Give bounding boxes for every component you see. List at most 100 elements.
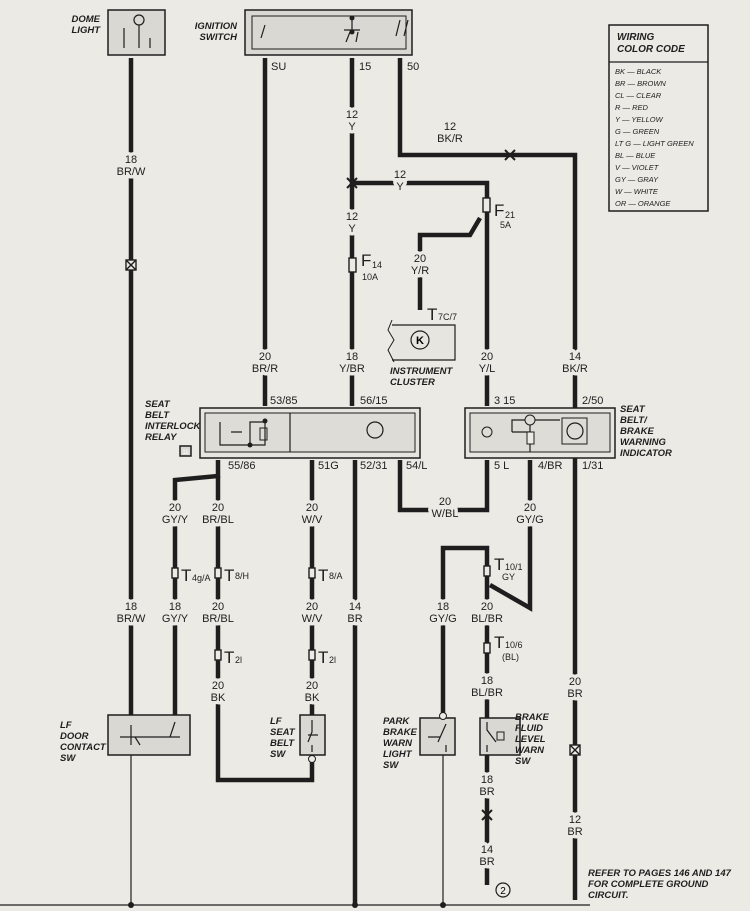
svg-text:T: T <box>181 566 191 585</box>
svg-text:20: 20 <box>169 502 181 514</box>
park-brake-warn-light-switch: PARK BRAKE WARN LIGHT SW <box>383 712 456 771</box>
svg-text:18: 18 <box>437 601 449 613</box>
svg-text:WIRING: WIRING <box>617 32 654 43</box>
wire-park-brake <box>440 545 490 718</box>
inline-connectors <box>125 149 581 821</box>
svg-text:SEAT: SEAT <box>145 399 171 410</box>
svg-text:BR/BL: BR/BL <box>202 613 234 625</box>
svg-text:BK: BK <box>211 692 226 704</box>
brake-fluid-level-warn-switch: BRAKE FLUID LEVEL WARN SW <box>479 712 549 767</box>
svg-text:2: 2 <box>500 886 506 897</box>
dome-light: DOME LIGHT <box>72 9 166 56</box>
svg-text:BR: BR <box>479 856 494 868</box>
svg-text:20: 20 <box>306 601 318 613</box>
svg-text:SW: SW <box>60 753 76 764</box>
color-code-entry: W — WHITE <box>615 187 659 196</box>
svg-text:20: 20 <box>212 502 224 514</box>
svg-text:LEVEL: LEVEL <box>515 734 546 745</box>
svg-text:20: 20 <box>306 502 318 514</box>
svg-text:WARNING: WARNING <box>620 437 667 448</box>
svg-text:BR: BR <box>347 613 362 625</box>
svg-text:SW: SW <box>270 749 286 760</box>
svg-text:FOR COMPLETE GROUND: FOR COMPLETE GROUND <box>588 879 708 890</box>
svg-text:PARK: PARK <box>383 716 410 727</box>
svg-text:14: 14 <box>569 351 581 363</box>
svg-text:50: 50 <box>407 61 419 73</box>
wire-cluster <box>417 216 482 310</box>
wires <box>0 58 590 906</box>
svg-text:BELT/: BELT/ <box>620 415 648 426</box>
svg-text:INDICATOR: INDICATOR <box>620 448 672 459</box>
svg-text:GY: GY <box>502 572 515 582</box>
svg-text:GY/Y: GY/Y <box>162 514 189 526</box>
svg-text:4/BR: 4/BR <box>538 460 563 472</box>
svg-text:8/A: 8/A <box>329 571 343 581</box>
svg-text:Y: Y <box>348 223 356 235</box>
svg-text:Y: Y <box>348 121 356 133</box>
svg-text:BR: BR <box>567 688 582 700</box>
svg-text:W/V: W/V <box>302 514 323 526</box>
svg-text:BL/BR: BL/BR <box>471 613 503 625</box>
svg-text:20: 20 <box>481 601 493 613</box>
instrument-cluster-icon <box>410 330 430 350</box>
svg-text:SW: SW <box>383 760 399 771</box>
wire-gy-g <box>488 460 533 612</box>
svg-text:21: 21 <box>505 210 515 220</box>
wire-w-bl <box>397 460 490 513</box>
svg-text:T: T <box>318 566 328 585</box>
fuse-f21-icon <box>482 197 491 213</box>
svg-text:F: F <box>361 251 371 270</box>
svg-text:51G: 51G <box>318 460 339 472</box>
svg-text:20: 20 <box>481 351 493 363</box>
svg-text:8/H: 8/H <box>235 571 249 581</box>
svg-text:52/31: 52/31 <box>360 460 388 472</box>
svg-text:Y/BR: Y/BR <box>339 363 365 375</box>
svg-text:T: T <box>494 555 504 574</box>
color-code-entry: Y — YELLOW <box>615 115 664 124</box>
svg-text:BRAKE: BRAKE <box>515 712 549 723</box>
color-code-entry: BR — BROWN <box>615 79 666 88</box>
svg-text:12: 12 <box>444 121 456 133</box>
svg-text:INSTRUMENT: INSTRUMENT <box>390 366 453 377</box>
svg-text:5 L: 5 L <box>494 460 509 472</box>
svg-text:T: T <box>318 648 328 667</box>
wire-50 <box>397 58 578 900</box>
svg-text:14: 14 <box>349 601 361 613</box>
svg-text:12: 12 <box>346 211 358 223</box>
svg-text:14: 14 <box>481 844 493 856</box>
svg-text:CONTACT: CONTACT <box>60 742 107 753</box>
svg-text:18: 18 <box>346 351 358 363</box>
svg-text:20: 20 <box>212 680 224 692</box>
svg-text:5A: 5A <box>500 220 511 230</box>
svg-text:4g/A: 4g/A <box>192 573 211 583</box>
color-code-entry: BL — BLUE <box>615 151 656 160</box>
seat-belt-interlock-relay: 11 SEAT BELT INTERLOCK RELAY 53/85 56/15… <box>145 395 427 472</box>
svg-text:53/85: 53/85 <box>270 395 298 407</box>
svg-text:WARN: WARN <box>383 738 413 749</box>
svg-text:IGNITION: IGNITION <box>195 21 238 32</box>
svg-text:T: T <box>427 305 437 324</box>
svg-text:F: F <box>494 201 504 220</box>
svg-text:W/BL: W/BL <box>432 508 459 520</box>
color-code-entry: V — VIOLET <box>615 163 660 172</box>
svg-text:SEAT: SEAT <box>620 404 646 415</box>
ground-bus <box>0 755 590 906</box>
svg-text:T: T <box>224 648 234 667</box>
svg-text:BL/BR: BL/BR <box>471 687 503 699</box>
svg-text:T: T <box>224 566 234 585</box>
svg-text:7C/7: 7C/7 <box>438 312 457 322</box>
svg-text:15: 15 <box>359 61 371 73</box>
fuse-f14-icon <box>348 257 357 273</box>
svg-text:CIRCUIT.: CIRCUIT. <box>588 890 628 901</box>
svg-text:18: 18 <box>169 601 181 613</box>
svg-text:3 15: 3 15 <box>494 395 515 407</box>
svg-text:BR: BR <box>567 826 582 838</box>
wire-15-branch <box>352 180 490 406</box>
svg-text:BK/R: BK/R <box>562 363 588 375</box>
ignition-switch: IGNITION SWITCH SU 15 50 <box>195 9 419 73</box>
svg-text:GY/Y: GY/Y <box>162 613 189 625</box>
svg-text:20: 20 <box>524 502 536 514</box>
svg-text:BR/R: BR/R <box>252 363 278 375</box>
svg-text:10/6: 10/6 <box>505 640 523 650</box>
